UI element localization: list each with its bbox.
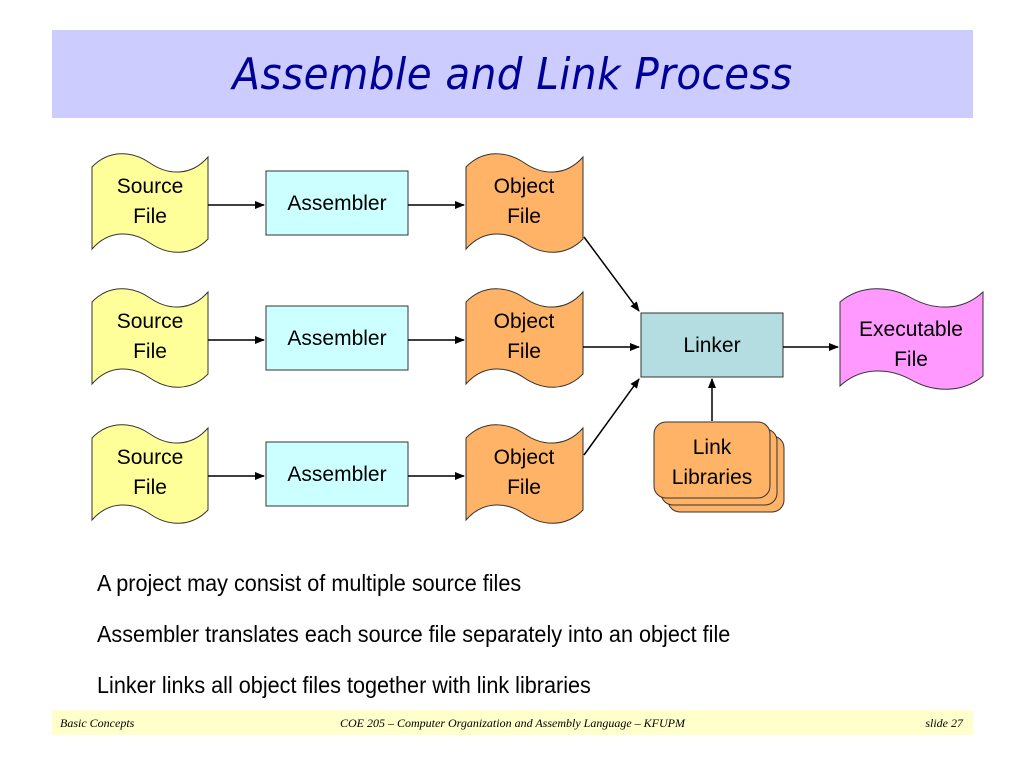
assemble-link-diagram: SourceFileAssemblerObjectFileSourceFileA… <box>91 153 984 524</box>
arrow-object3-to-linker <box>583 378 640 456</box>
slide-title: Assemble and Link Process <box>232 48 793 100</box>
source-file-shape <box>91 288 209 388</box>
linker-label: Linker <box>683 334 740 357</box>
arrow-object1-to-linker <box>583 236 640 312</box>
assembler-box <box>265 441 409 507</box>
object-file-label: Object <box>494 446 555 469</box>
assembler-box <box>265 305 409 371</box>
object-file-label: File <box>507 205 541 228</box>
link-library-page <box>653 421 771 499</box>
source-file-label: File <box>133 340 167 363</box>
linker-box <box>640 312 784 378</box>
bullet-item: A project may consist of multiple source… <box>97 570 522 596</box>
object-file-label: Object <box>494 310 555 333</box>
object-file-shape <box>465 153 584 253</box>
link-libraries-label: Libraries <box>672 466 753 489</box>
footer-course-title: COE 205 – Computer Organization and Asse… <box>340 716 685 730</box>
bullet-item: Linker links all object files together w… <box>97 672 591 698</box>
executable-file-shape <box>839 288 984 390</box>
source-file-label: Source <box>117 310 184 333</box>
executable-file-label: Executable <box>859 318 963 341</box>
assembler-label: Assembler <box>287 327 386 350</box>
footer-slide-number: slide 27 <box>925 716 963 730</box>
link-libraries-label: Link <box>693 436 732 459</box>
object-file-shape <box>465 424 584 524</box>
source-file-label: Source <box>117 175 184 198</box>
source-file-shape <box>91 424 209 524</box>
executable-file-label: File <box>894 348 928 371</box>
source-file-label: Source <box>117 446 184 469</box>
title-bar: Assemble and Link Process <box>52 30 973 118</box>
object-file-label: File <box>507 340 541 363</box>
object-file-label: Object <box>494 175 555 198</box>
source-file-shape <box>91 153 209 253</box>
footer-section-name: Basic Concepts <box>60 716 135 730</box>
source-file-label: File <box>133 476 167 499</box>
assembler-box <box>265 170 409 236</box>
slide-footer: Basic Concepts COE 205 – Computer Organi… <box>52 710 973 735</box>
object-file-shape <box>465 288 584 388</box>
bullet-item: Assembler translates each source file se… <box>97 621 731 647</box>
assembler-label: Assembler <box>287 463 386 486</box>
object-file-label: File <box>507 476 541 499</box>
assembler-label: Assembler <box>287 192 386 215</box>
bullet-list: A project may consist of multiple source… <box>97 565 771 718</box>
source-file-label: File <box>133 205 167 228</box>
